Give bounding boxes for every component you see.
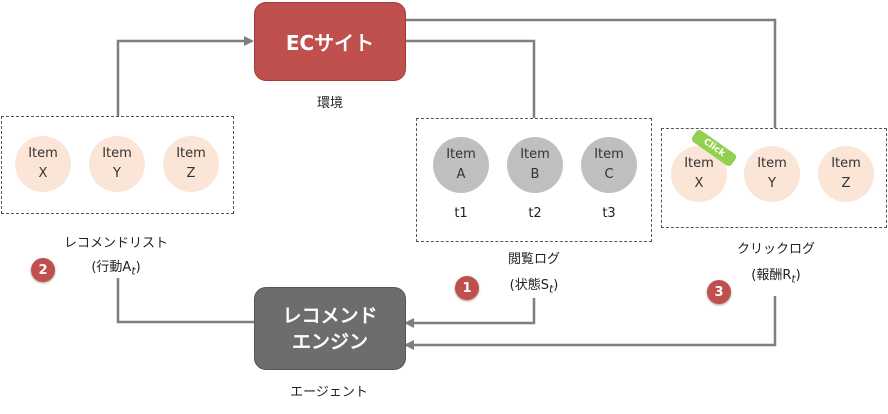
line-ec-to-click-log (404, 18, 777, 128)
browse-item-c: Item C (581, 137, 637, 193)
step-badge-1: 1 (455, 276, 479, 300)
browse-item-b: Item B (507, 137, 563, 193)
arrow-browse-log-to-engine (404, 298, 536, 328)
step-badge-3: 3 (707, 280, 731, 304)
ec-site-title: ECサイト (285, 31, 375, 55)
engine-line-1: レコメンド (282, 304, 378, 327)
recommend-list-label: レコメンドリスト (63, 236, 168, 251)
browse-time-t3: t3 (602, 206, 616, 221)
browse-time-t1: t1 (454, 206, 468, 221)
arrow-click-log-to-engine (404, 296, 777, 350)
line-ec-to-browse-log (404, 39, 536, 118)
recommend-list-action-label: (行動At) (91, 260, 141, 278)
browse-time-t2: t2 (528, 206, 542, 221)
ec-site-caption: 環境 (316, 96, 343, 111)
engine-line-2: エンジン (291, 330, 368, 353)
recommend-item-x: Item X (15, 136, 71, 192)
engine-caption: エージェント (290, 385, 368, 400)
recommend-item-y: Item Y (89, 136, 145, 192)
arrow-list-to-ec (116, 36, 254, 116)
step-badge-2: 2 (31, 258, 55, 282)
ec-site-box: ECサイト (254, 2, 406, 81)
browse-log-label: 閲覧ログ (507, 252, 560, 267)
click-item-z: Item Z (818, 146, 874, 202)
line-engine-to-list (116, 278, 254, 324)
browse-item-a: Item A (433, 137, 489, 193)
recommend-item-z: Item Z (163, 136, 219, 192)
click-log-reward-label: (報酬Rt) (751, 268, 801, 286)
browse-log-state-label: (状態St) (509, 278, 559, 296)
recommend-engine-box: レコメンド エンジン (254, 287, 406, 370)
click-item-y: Item Y (744, 146, 800, 202)
click-log-label: クリックログ (736, 242, 815, 257)
